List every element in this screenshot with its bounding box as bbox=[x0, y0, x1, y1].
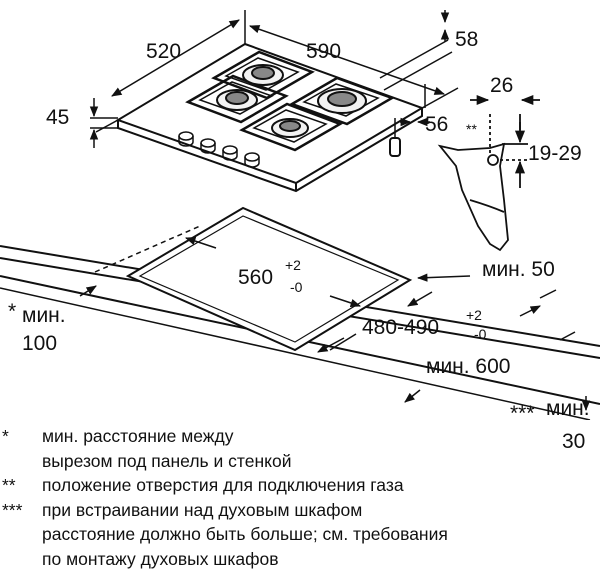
svg-text:-0: -0 bbox=[290, 279, 303, 295]
dim-cutout-width: 560 +2 -0 bbox=[238, 257, 303, 295]
footnote-text: мин. расстояние между bbox=[42, 426, 234, 446]
svg-text:100: 100 bbox=[22, 332, 57, 355]
footnote-mark: * bbox=[2, 426, 9, 446]
dim-min-30: *** bbox=[510, 402, 535, 420]
footnote-line: ** положение отверстия для подключения г… bbox=[0, 473, 600, 498]
hob-drawing bbox=[115, 42, 425, 193]
dim-min-30-label: ***мин. bbox=[546, 397, 590, 420]
installation-diagram: 520 590 58 45 56 26 ** 19-29 560 +2 -0 4… bbox=[0, 10, 600, 420]
footnote-mark: *** bbox=[2, 499, 23, 520]
dim-520: 520 bbox=[146, 40, 181, 63]
worktop-drawing bbox=[0, 206, 600, 420]
dim-min-600: мин. 600 bbox=[426, 355, 510, 378]
dim-26: 26 bbox=[490, 74, 513, 97]
footnote-text: положение отверстия для подключения газа bbox=[42, 475, 404, 495]
svg-text:*: * bbox=[8, 300, 16, 323]
cutout-dimension-lines bbox=[79, 237, 591, 412]
svg-text:***: *** bbox=[510, 402, 535, 420]
footnote-line: * мин. расстояние между bbox=[0, 424, 600, 449]
dim-56: 56 bbox=[425, 113, 448, 136]
dim-590: 590 bbox=[306, 40, 341, 63]
dim-min-100: * мин. 100 bbox=[8, 300, 66, 355]
dim-58: 58 bbox=[455, 28, 478, 51]
footnote-text: по монтажу духовых шкафов bbox=[42, 548, 279, 569]
footnote-mark: ** bbox=[2, 475, 16, 495]
svg-text:480-490: 480-490 bbox=[362, 316, 439, 339]
footnote-text: вырезом под панель и стенкой bbox=[42, 450, 292, 471]
svg-text:+2: +2 bbox=[285, 257, 301, 273]
dim-cutout-depth: 480-490 +2 -0 bbox=[362, 307, 487, 342]
footnote-line: расстояние должно быть больше; см. требо… bbox=[0, 522, 600, 547]
svg-text:мин.: мин. bbox=[22, 304, 66, 327]
dim-19-29: 19-29 bbox=[528, 142, 582, 165]
control-knobs bbox=[178, 131, 260, 168]
gas-marker: ** bbox=[466, 121, 477, 137]
svg-text:-0: -0 bbox=[474, 326, 487, 342]
footnote-line: по монтажу духовых шкафов bbox=[0, 547, 600, 572]
footnote-line: *** при встраивании над духовым шкафом bbox=[0, 498, 600, 523]
footnote-text: расстояние должно быть больше; см. требо… bbox=[42, 524, 448, 544]
svg-text:560: 560 bbox=[238, 266, 273, 289]
footnotes: * мин. расстояние между вырезом под пане… bbox=[0, 424, 600, 571]
footnote-text: при встраивании над духовым шкафом bbox=[42, 499, 363, 520]
dim-min-30-value: 30 bbox=[562, 430, 586, 453]
gas-connection-detail bbox=[437, 94, 540, 252]
hob-dimension-lines bbox=[89, 10, 459, 148]
svg-text:+2: +2 bbox=[466, 307, 482, 323]
footnote-line: вырезом под панель и стенкой bbox=[0, 449, 600, 474]
dim-45: 45 bbox=[46, 106, 69, 129]
dim-min-50: мин. 50 bbox=[482, 258, 555, 281]
